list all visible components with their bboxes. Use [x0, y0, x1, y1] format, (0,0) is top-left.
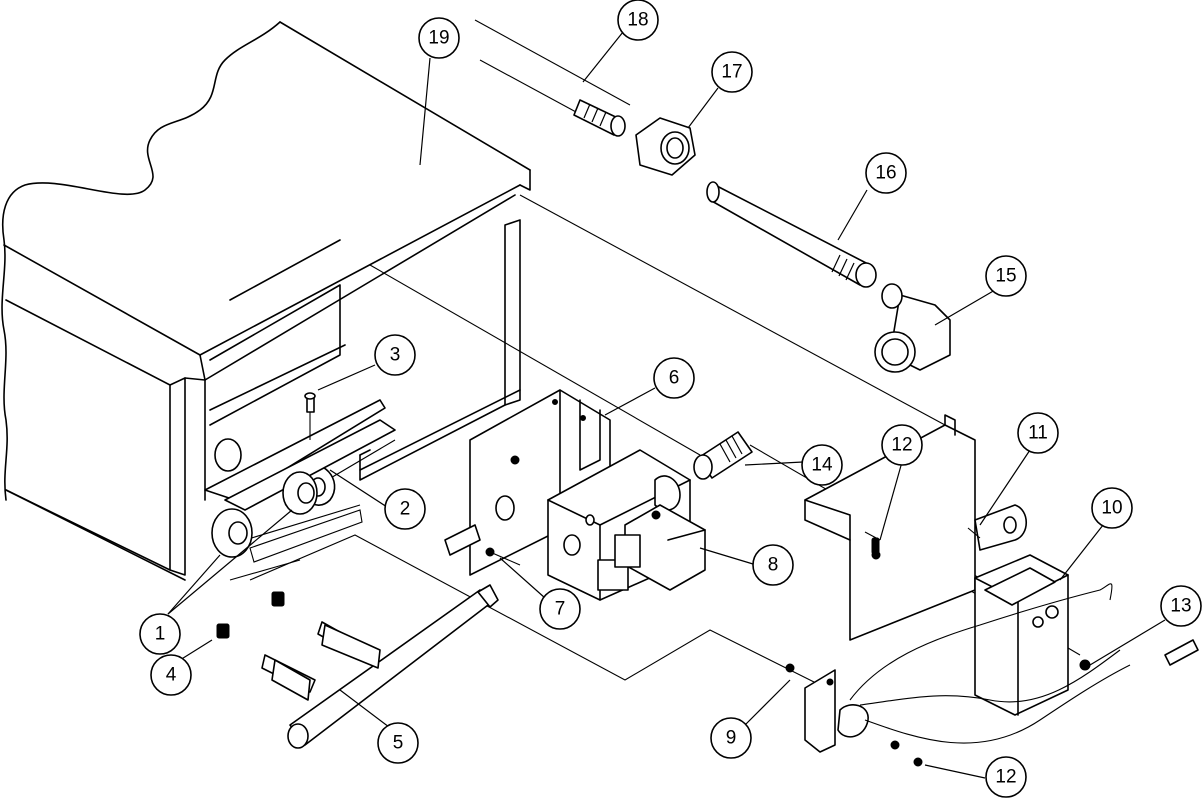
callout-6: 6: [653, 357, 695, 399]
callout-14-label: 14: [811, 455, 833, 476]
callout-8: 8: [752, 544, 794, 586]
leader-lines: [167, 31, 1166, 779]
part-3-screw: [304, 392, 316, 440]
part-1-washers: [211, 471, 363, 563]
callout-16-label: 16: [875, 163, 896, 184]
callout-12-upper: 12: [881, 424, 923, 466]
callout-12-lower-label: 12: [995, 767, 1016, 788]
callout-1-label: 1: [155, 624, 166, 645]
callout-9-label: 9: [726, 728, 737, 749]
part-10-ignition-module: [974, 554, 1069, 716]
callout-2-label: 2: [400, 499, 411, 520]
callout-12-upper-label: 12: [891, 435, 912, 456]
part-9-pilot-assembly: [785, 583, 1199, 767]
housing-cabinet: [1, 21, 531, 581]
callout-19-label: 19: [428, 28, 449, 49]
callout-11: 11: [1017, 412, 1059, 454]
part-18-pipe-nipple: [573, 99, 626, 137]
callout-6-label: 6: [669, 368, 680, 389]
callout-14: 14: [801, 444, 843, 486]
callout-2: 2: [384, 488, 426, 530]
callout-18-label: 18: [627, 10, 648, 31]
callout-3-label: 3: [390, 345, 401, 366]
callout-15-label: 15: [995, 266, 1016, 287]
part-12-screws: [864, 531, 881, 560]
callout-1: 1: [139, 613, 181, 655]
callout-3: 3: [374, 334, 416, 376]
callout-7: 7: [539, 588, 581, 630]
callout-15: 15: [985, 255, 1027, 297]
part-5-burner-tube: [271, 584, 499, 749]
callout-12-lower: 12: [985, 756, 1027, 798]
callout-10-label: 10: [1101, 498, 1122, 519]
callout-9: 9: [710, 717, 752, 759]
part-11-bracket-plate: [804, 414, 1028, 641]
callout-4: 4: [150, 654, 192, 696]
callout-17-label: 17: [721, 62, 742, 83]
callout-5: 5: [377, 722, 419, 764]
callout-16: 16: [865, 152, 907, 194]
callout-13-label: 13: [1170, 596, 1191, 617]
callout-8-label: 8: [768, 555, 779, 576]
callout-4-label: 4: [166, 665, 177, 686]
callout-5-label: 5: [393, 733, 404, 754]
part-14-coupling: [693, 431, 753, 480]
callout-17: 17: [711, 51, 753, 93]
part-16-pipe: [706, 181, 877, 288]
callout-18: 18: [617, 0, 659, 41]
part-15-elbow: [874, 283, 951, 373]
callout-11-label: 11: [1028, 423, 1048, 444]
callout-10: 10: [1091, 487, 1133, 529]
callout-19: 19: [418, 17, 460, 59]
part-8-valve-operator: [614, 504, 706, 591]
part-17-bushing-nut: [635, 117, 696, 176]
callout-13: 13: [1160, 585, 1202, 627]
callout-7-label: 7: [555, 599, 566, 620]
